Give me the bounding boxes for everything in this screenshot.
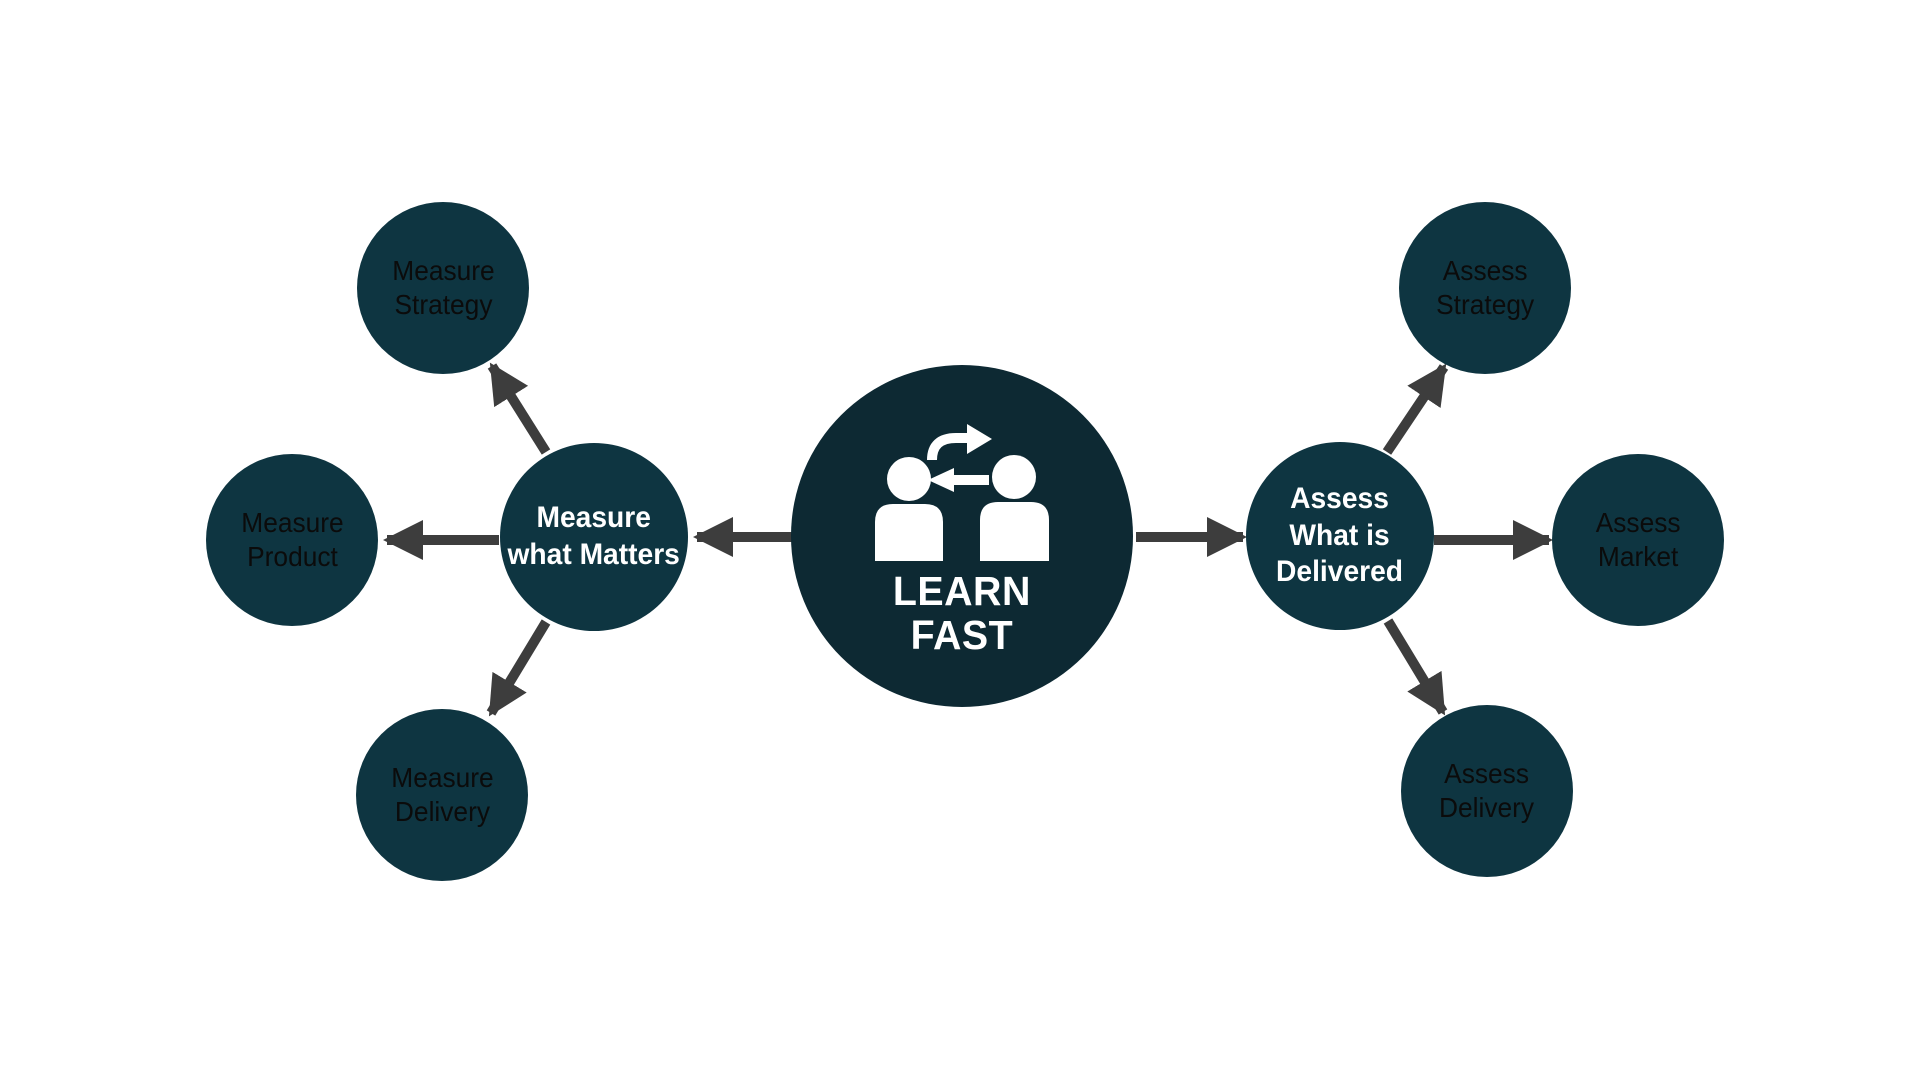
- hub-label: Measure what Matters: [508, 500, 680, 573]
- node-assess-market: Assess Market: [1552, 454, 1724, 626]
- center-title-line2: FAST: [910, 612, 1014, 658]
- node-measure-product: Measure Product: [206, 454, 378, 626]
- satellite-label-line: Assess: [1595, 506, 1681, 538]
- satellite-label-line: Measure: [240, 506, 344, 538]
- hub-label-line: Assess: [1290, 482, 1390, 516]
- satellite-label-line: Measure: [391, 254, 495, 286]
- hub-label-line: Measure: [536, 501, 652, 535]
- center-title: LEARN FAST: [893, 568, 1031, 658]
- node-assess-strategy: Assess Strategy: [1399, 202, 1571, 374]
- arrow-hub-to-assess-strategy: [1382, 363, 1449, 455]
- node-measure-delivery: Measure Delivery: [356, 709, 528, 881]
- people-exchange-icon: [875, 424, 1049, 562]
- hub-label: Assess What is Delivered: [1277, 481, 1404, 591]
- satellite-label-line: Delivery: [1439, 792, 1535, 823]
- arrow-hub-to-assess-delivery: [1383, 618, 1448, 716]
- satellite-label: Assess Market: [1596, 506, 1681, 574]
- hub-label-line: what Matters: [507, 538, 681, 571]
- node-learn-fast: LEARN FAST: [791, 365, 1133, 707]
- satellite-label-line: Assess: [1444, 757, 1530, 789]
- satellite-label-line: Product: [246, 541, 338, 572]
- node-measure-what-matters: Measure what Matters: [500, 443, 688, 631]
- arrow-hub-to-measure-strategy: [487, 362, 551, 455]
- satellite-label: Measure Strategy: [392, 254, 494, 322]
- satellite-label: Measure Product: [241, 506, 343, 574]
- satellite-label: Assess Delivery: [1439, 757, 1534, 825]
- node-assess-delivery: Assess Delivery: [1401, 705, 1573, 877]
- arrow-hub-to-measure-delivery: [486, 619, 551, 717]
- satellite-label-line: Strategy: [393, 289, 493, 320]
- satellite-label: Measure Delivery: [391, 761, 493, 829]
- node-measure-strategy: Measure Strategy: [357, 202, 529, 374]
- center-title-line1: LEARN: [893, 568, 1031, 615]
- satellite-label-line: Assess: [1442, 254, 1528, 286]
- satellite-label-line: Delivery: [394, 796, 490, 827]
- satellite-label: Assess Strategy: [1436, 254, 1534, 322]
- satellite-label-line: Market: [1597, 541, 1679, 572]
- node-assess-what-is-delivered: Assess What is Delivered: [1246, 442, 1434, 630]
- satellite-label-line: Strategy: [1435, 289, 1535, 320]
- hub-label-line: What is: [1289, 518, 1391, 552]
- satellite-label-line: Measure: [390, 761, 494, 793]
- hub-label-line: Delivered: [1276, 555, 1404, 589]
